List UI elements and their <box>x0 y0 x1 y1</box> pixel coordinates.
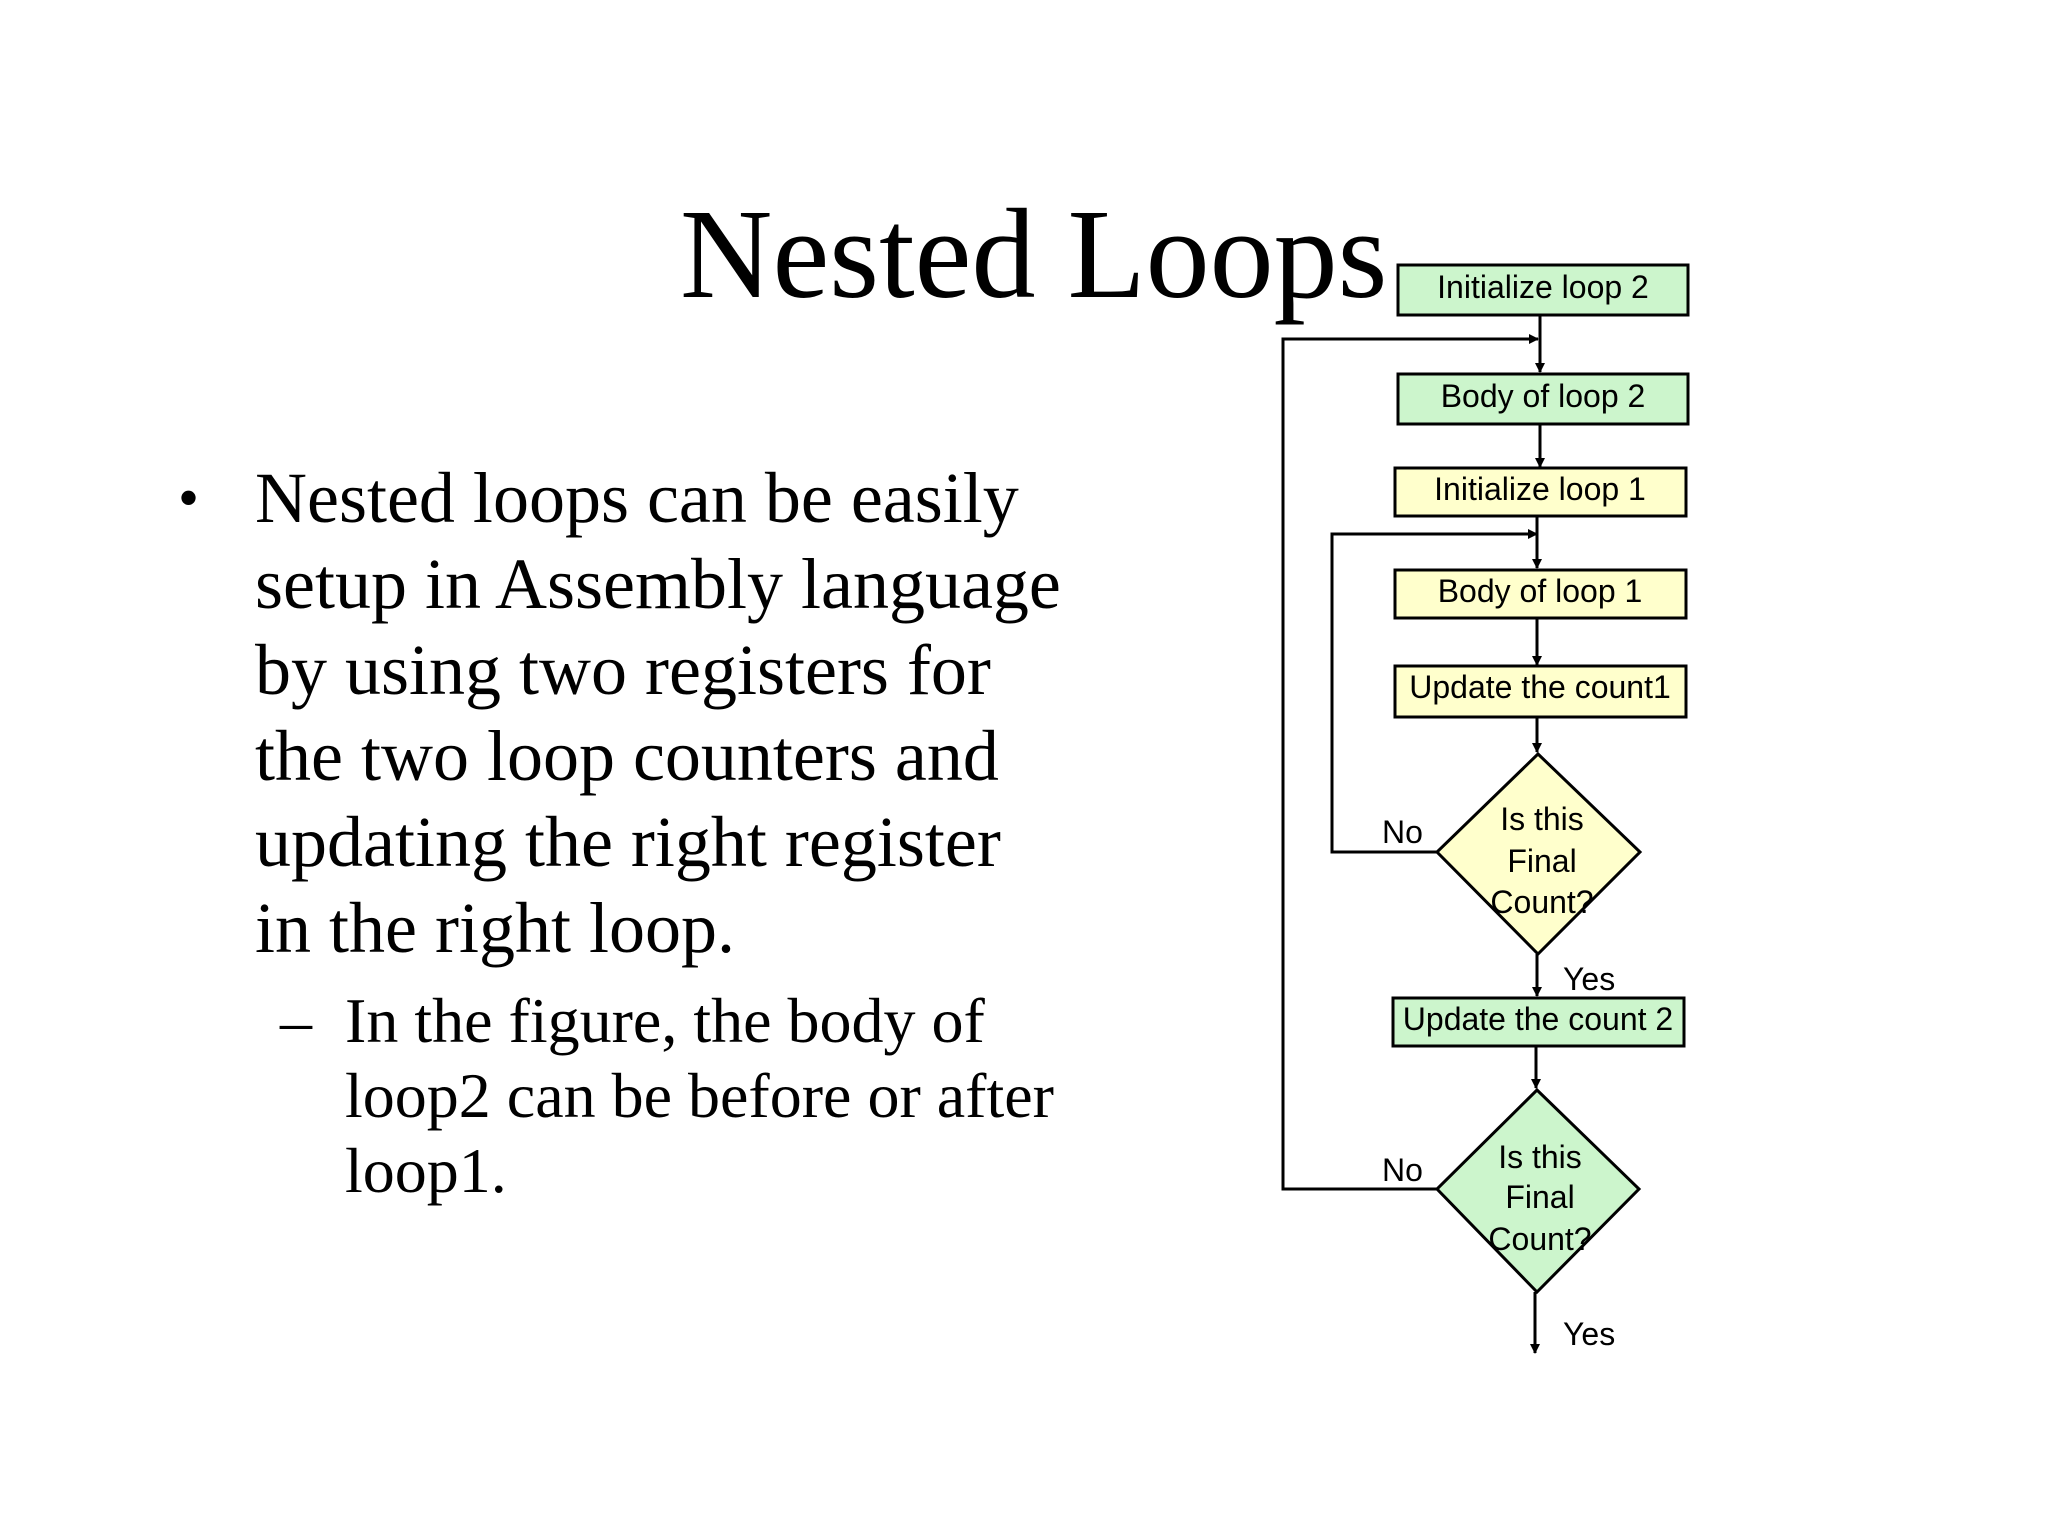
svg-text:Update the count1: Update the count1 <box>1409 669 1671 705</box>
update-count2-box: Update the count 2 <box>1391 996 1686 1048</box>
decision2-no-label: No <box>1382 1152 1423 1188</box>
decision2-line3: Count? <box>1488 1221 1591 1257</box>
svg-text:Body of loop 2: Body of loop 2 <box>1441 378 1646 414</box>
body-loop1-box: Body of loop 1 <box>1393 568 1688 620</box>
init-loop2-box: Initialize loop 2 <box>1396 263 1690 317</box>
svg-text:Initialize loop 1: Initialize loop 1 <box>1434 471 1646 507</box>
bullet-text: Nested loops can be easily setup in Asse… <box>255 458 1061 968</box>
decision2-line2: Final <box>1505 1179 1574 1215</box>
decision1-line3: Count? <box>1490 884 1593 920</box>
dash-icon: – <box>280 985 312 1056</box>
svg-text:Body of loop 1: Body of loop 1 <box>1438 573 1643 609</box>
bullet-dot-icon: • <box>178 465 200 531</box>
body-loop2-box: Body of loop 2 <box>1396 372 1690 426</box>
decision2-yes-label: Yes <box>1563 1316 1615 1352</box>
decision2-line1: Is this <box>1498 1139 1582 1175</box>
flow-connectors <box>1281 315 1545 1354</box>
decision1-diamond: Is this Final Count? <box>1434 751 1643 957</box>
decision1-no-label: No <box>1382 814 1423 850</box>
svg-text:Update the count 2: Update the count 2 <box>1403 1001 1673 1037</box>
decision2-diamond: Is this Final Count? <box>1434 1087 1642 1295</box>
bullet-item: • Nested loops can be easily setup in As… <box>170 455 1070 971</box>
init-loop1-box: Initialize loop 1 <box>1393 466 1688 518</box>
bullet-list: • Nested loops can be easily setup in As… <box>170 455 1070 1208</box>
decision1-line2: Final <box>1507 843 1576 879</box>
update-count1-box: Update the count1 <box>1393 664 1688 719</box>
sub-bullet-item: – In the figure, the body of loop2 can b… <box>280 983 1085 1208</box>
sub-bullet-text: In the figure, the body of loop2 can be … <box>345 985 1054 1206</box>
slide-title: Nested Loops <box>680 183 1388 325</box>
decision1-line1: Is this <box>1500 801 1584 837</box>
inner-loop-back-edge <box>1330 529 1538 854</box>
decision1-yes-label: Yes <box>1563 961 1615 997</box>
svg-text:Initialize loop 2: Initialize loop 2 <box>1437 269 1649 305</box>
outer-loop-back-edge <box>1281 334 1539 1191</box>
